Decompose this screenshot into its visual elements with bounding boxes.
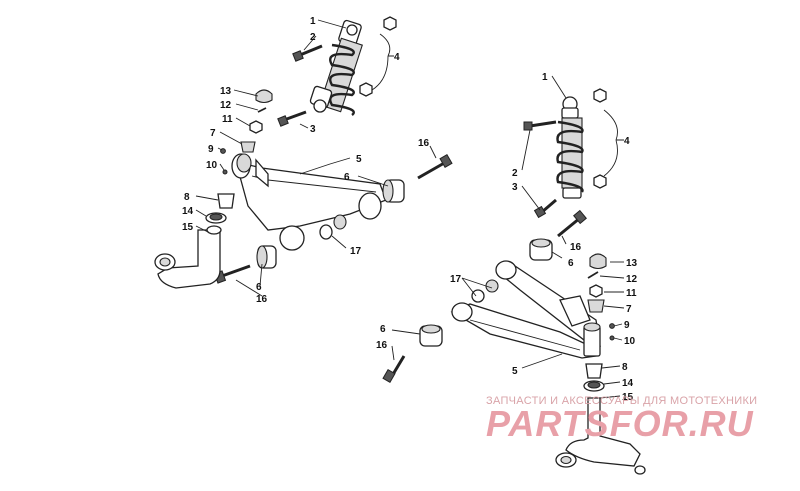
left-bushing-6a bbox=[382, 179, 405, 203]
callout-left-9: 9 bbox=[208, 144, 214, 155]
callout-left-17: 17 bbox=[350, 246, 362, 257]
left-bolt-3 bbox=[277, 110, 307, 127]
right-washer-14 bbox=[583, 380, 605, 392]
right-cap-13 bbox=[589, 253, 607, 270]
callout-right-16a: 16 bbox=[570, 242, 582, 253]
right-cap-10 bbox=[609, 335, 615, 341]
callout-right-2: 2 bbox=[512, 168, 518, 179]
left-cap-10 bbox=[222, 169, 228, 175]
callout-left-5: 5 bbox=[356, 154, 362, 165]
callout-left-7: 7 bbox=[210, 128, 216, 139]
callout-right-10: 10 bbox=[624, 336, 636, 347]
right-shock-absorber bbox=[556, 96, 584, 199]
left-bushing-6b bbox=[256, 245, 277, 269]
callout-labels: 1 2 3 4 5 6 6 7 8 9 10 11 12 13 14 15 16… bbox=[182, 16, 638, 403]
right-fitting-9 bbox=[609, 323, 615, 329]
right-nut-4a bbox=[593, 88, 607, 103]
callout-right-8: 8 bbox=[622, 362, 628, 373]
left-washer-7 bbox=[240, 141, 256, 153]
left-pin-12 bbox=[257, 107, 267, 113]
left-cap-13 bbox=[255, 89, 273, 104]
callout-left-12: 12 bbox=[220, 100, 232, 111]
right-bolt-16b bbox=[382, 355, 406, 384]
callout-left-16a: 16 bbox=[418, 138, 430, 149]
callout-right-6b: 6 bbox=[380, 324, 386, 335]
left-nut-17 bbox=[319, 214, 347, 240]
left-assembly bbox=[154, 16, 453, 289]
left-nut-4b bbox=[359, 82, 373, 97]
leader-lines bbox=[195, 19, 625, 399]
callout-left-6b: 6 bbox=[256, 282, 262, 293]
callout-left-10: 10 bbox=[206, 160, 218, 171]
callout-right-15: 15 bbox=[622, 392, 634, 403]
callout-right-14: 14 bbox=[622, 378, 634, 389]
callout-left-13: 13 bbox=[220, 86, 232, 97]
left-bolt-16a bbox=[417, 153, 453, 180]
left-bolt-2 bbox=[292, 44, 323, 62]
right-bolt-16a bbox=[557, 209, 587, 238]
callout-left-4: 4 bbox=[394, 52, 400, 63]
right-bushing-8 bbox=[585, 363, 603, 379]
right-nut-11 bbox=[589, 284, 603, 298]
callout-left-8: 8 bbox=[184, 192, 190, 203]
callout-right-7: 7 bbox=[626, 304, 632, 315]
callout-right-3: 3 bbox=[512, 182, 518, 193]
callout-left-1: 1 bbox=[310, 16, 316, 27]
callout-right-9: 9 bbox=[624, 320, 630, 331]
left-nut-11 bbox=[249, 120, 263, 134]
callout-right-13: 13 bbox=[626, 258, 638, 269]
callout-left-2: 2 bbox=[310, 32, 316, 43]
callout-left-14: 14 bbox=[182, 206, 194, 217]
right-bolt-3 bbox=[533, 198, 557, 219]
watermark-tagline: ЗАПЧАСТИ И АКСЕССУАРЫ ДЛЯ МОТОТЕХНИКИ bbox=[486, 395, 757, 407]
callout-right-6a: 6 bbox=[568, 258, 574, 269]
callout-left-15: 15 bbox=[182, 222, 194, 233]
right-pin-12 bbox=[587, 271, 599, 279]
callout-left-6a: 6 bbox=[344, 172, 350, 183]
callout-right-4: 4 bbox=[624, 136, 630, 147]
right-spindle-15 bbox=[555, 397, 646, 475]
right-a-arm-5 bbox=[450, 260, 601, 359]
left-nut-4a bbox=[383, 16, 397, 31]
right-nut-4b bbox=[593, 174, 607, 189]
left-a-arm-5 bbox=[231, 153, 387, 251]
right-nut-17 bbox=[471, 279, 499, 303]
left-shock-absorber bbox=[309, 19, 363, 116]
callout-right-1: 1 bbox=[542, 72, 548, 83]
callout-left-11: 11 bbox=[222, 114, 233, 125]
callout-right-12: 12 bbox=[626, 274, 638, 285]
right-bushing-6b bbox=[419, 324, 443, 347]
left-spindle-15 bbox=[154, 225, 222, 289]
callout-right-17: 17 bbox=[450, 274, 462, 285]
watermark-brand: PARTSFOR.RU bbox=[486, 403, 754, 444]
left-bushing-8 bbox=[217, 193, 235, 209]
callout-left-3: 3 bbox=[310, 124, 316, 135]
left-washer-14 bbox=[205, 212, 227, 224]
right-washer-7 bbox=[587, 299, 605, 313]
right-assembly bbox=[382, 88, 646, 475]
watermark: ЗАПЧАСТИ И АКСЕССУАРЫ ДЛЯ МОТОТЕХНИКИ PA… bbox=[486, 395, 757, 444]
right-bushing-6a bbox=[529, 238, 553, 261]
right-bolt-2 bbox=[523, 120, 557, 131]
callout-right-16b: 16 bbox=[376, 340, 388, 351]
callout-left-16b: 16 bbox=[256, 294, 268, 305]
callout-right-5: 5 bbox=[512, 366, 518, 377]
callout-right-11: 11 bbox=[626, 288, 637, 299]
